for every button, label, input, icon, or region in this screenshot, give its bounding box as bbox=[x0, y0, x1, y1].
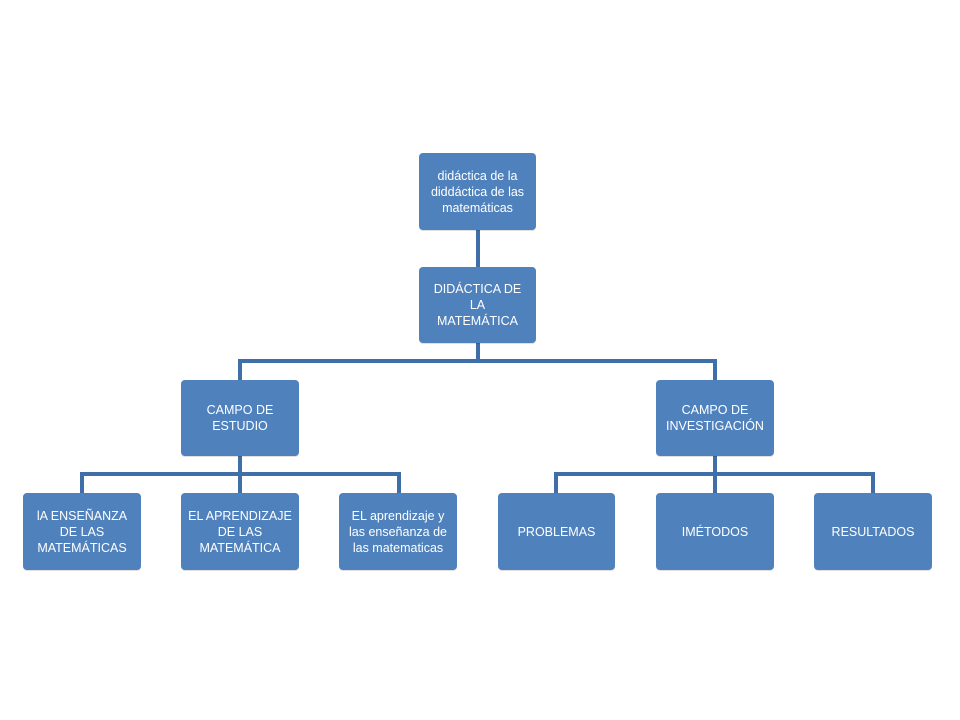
node-ensenanza-matematicas: lA ENSEÑANZA DE LAS MATEMÁTICAS bbox=[23, 493, 141, 570]
connector-to-resultados bbox=[871, 472, 875, 493]
node-resultados-label: RESULTADOS bbox=[831, 524, 915, 539]
connector-to-campo-estudio bbox=[238, 359, 242, 380]
node-problemas: PROBLEMAS bbox=[498, 493, 615, 570]
connector-to-problemas bbox=[554, 472, 558, 493]
connector-to-aprendizaje-ensenanza bbox=[397, 472, 401, 493]
node-aprendizaje-matematica: EL APRENDIZAJE DE LAS MATEMÁTICA bbox=[181, 493, 299, 570]
connector-to-metodos bbox=[713, 472, 717, 493]
connector-root-to-level1 bbox=[476, 230, 480, 268]
connector-level1-down bbox=[476, 343, 480, 362]
node-aprendizaje-ensenanza: EL aprendizaje y las enseñanza de las ma… bbox=[339, 493, 457, 570]
node-aprendizaje-matematica-label: EL APRENDIZAJE DE LAS MATEMÁTICA bbox=[188, 508, 292, 555]
connector-estudio-down bbox=[238, 456, 242, 475]
connector-to-aprendizaje bbox=[238, 472, 242, 493]
node-aprendizaje-ensenanza-label: EL aprendizaje y las enseñanza de las ma… bbox=[349, 508, 447, 555]
node-root: didáctica de la diddáctica de las matemá… bbox=[419, 153, 536, 230]
node-campo-investigacion-label: CAMPO DE INVESTIGACIÓN bbox=[666, 403, 764, 433]
node-ensenanza-matematicas-label: lA ENSEÑANZA DE LAS MATEMÁTICAS bbox=[36, 508, 128, 555]
node-problemas-label: PROBLEMAS bbox=[517, 524, 596, 539]
node-metodos-label: IMÉTODOS bbox=[681, 524, 749, 539]
connector-investigacion-down bbox=[713, 456, 717, 475]
connector-to-ensenanza bbox=[80, 472, 84, 493]
node-didactica-matematica-label: DIDÁCTICA DE LA MATEMÁTICA bbox=[433, 282, 522, 328]
node-metodos: IMÉTODOS bbox=[656, 493, 774, 570]
node-didactica-matematica: DIDÁCTICA DE LA MATEMÁTICA bbox=[419, 267, 536, 343]
connector-to-campo-investigacion bbox=[713, 359, 717, 380]
node-campo-estudio: CAMPO DE ESTUDIO bbox=[181, 380, 299, 456]
node-root-label: didáctica de la diddáctica de las matemá… bbox=[430, 168, 525, 215]
node-campo-estudio-label: CAMPO DE ESTUDIO bbox=[206, 403, 274, 433]
connector-level2-horizontal bbox=[238, 359, 717, 363]
node-resultados: RESULTADOS bbox=[814, 493, 932, 570]
node-campo-investigacion: CAMPO DE INVESTIGACIÓN bbox=[656, 380, 774, 456]
